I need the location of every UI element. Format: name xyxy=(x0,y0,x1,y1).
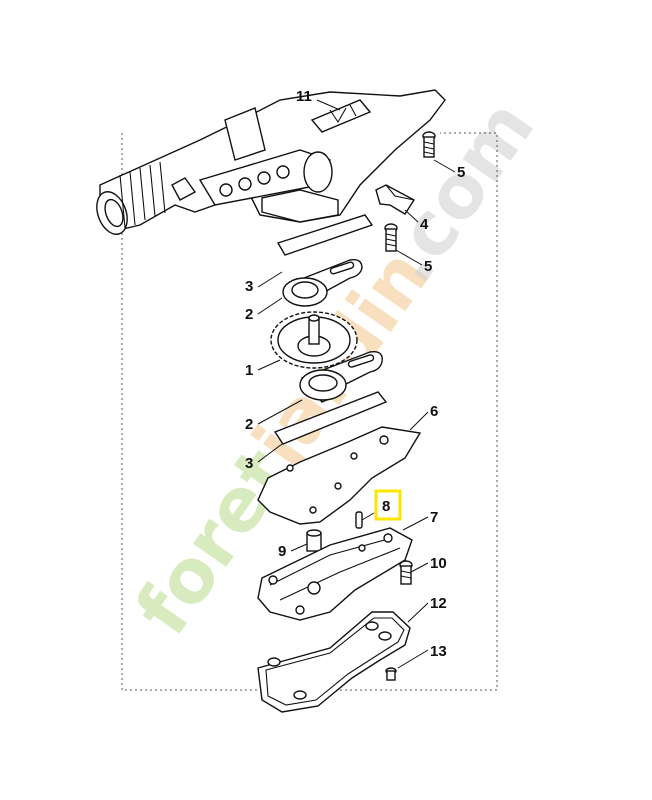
label-11: 11 xyxy=(296,88,312,105)
label-7: 7 xyxy=(430,509,438,526)
label-9: 9 xyxy=(278,543,286,560)
part-labels: 11 5 4 5 3 2 1 6 2 3 8 7 9 10 12 13 xyxy=(245,88,465,660)
screw-5-upper xyxy=(422,131,436,158)
bearing-plate-2-lower xyxy=(299,351,383,403)
bearing-plate-2-upper xyxy=(282,258,363,307)
label-10: 10 xyxy=(430,555,447,572)
highlight-box-8 xyxy=(374,489,402,521)
label-8: 8 xyxy=(382,498,390,515)
label-4: 4 xyxy=(420,216,429,233)
label-3-lower: 3 xyxy=(245,455,253,472)
label-2-lower: 2 xyxy=(245,416,253,433)
gear-1 xyxy=(270,311,358,369)
watermark-brand-a: foret xyxy=(119,433,307,650)
gasket-3-upper xyxy=(276,214,374,256)
label-5-lower: 5 xyxy=(424,258,432,275)
screw-5-lower xyxy=(384,223,398,252)
gear-housing xyxy=(96,89,446,235)
bottom-plate-12 xyxy=(257,611,411,713)
cover-plate-6 xyxy=(257,426,422,525)
label-6: 6 xyxy=(430,403,438,420)
pin-8 xyxy=(355,511,363,529)
assembly-frame xyxy=(121,132,498,691)
screw-13 xyxy=(385,667,397,681)
label-5-upper: 5 xyxy=(457,164,465,181)
base-frame-7 xyxy=(257,527,413,621)
leader-lines xyxy=(257,99,456,669)
gasket-3-lower xyxy=(273,391,388,445)
label-12: 12 xyxy=(430,595,447,612)
label-13: 13 xyxy=(430,643,447,660)
label-1: 1 xyxy=(245,362,253,379)
clip-4 xyxy=(375,184,415,215)
label-2-upper: 2 xyxy=(245,306,253,323)
bushing-9 xyxy=(306,529,322,552)
label-3-upper: 3 xyxy=(245,278,253,295)
screw-10 xyxy=(399,560,413,585)
